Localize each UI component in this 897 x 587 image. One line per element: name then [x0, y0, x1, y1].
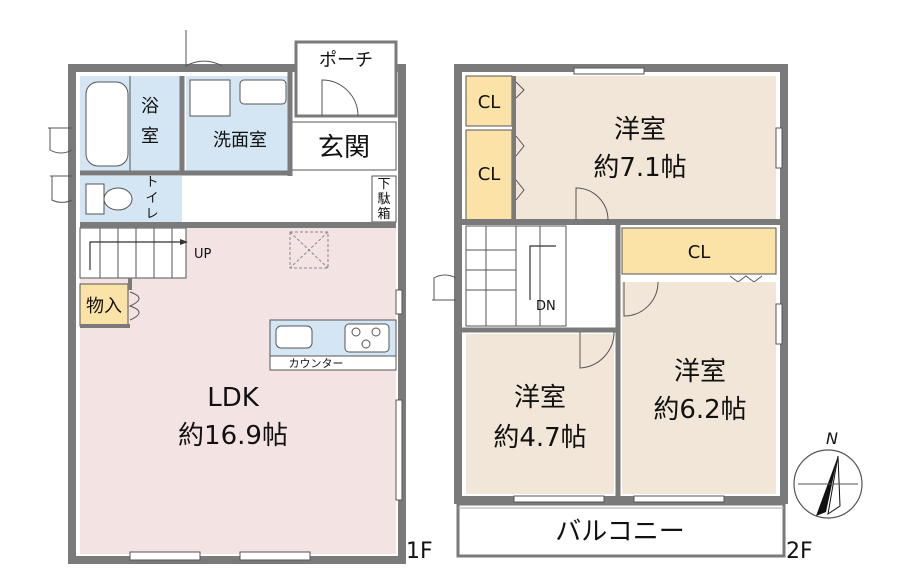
- porch: [294, 40, 398, 118]
- stairs-2f-steps: [466, 226, 541, 326]
- stairs-1f: [79, 227, 187, 279]
- ldk-size-label: 約16.9帖: [178, 421, 288, 451]
- window: [395, 399, 403, 501]
- stairs-up-label: UP: [194, 247, 212, 262]
- porch-label: ポーチ: [319, 50, 373, 71]
- bathtub-icon: [85, 81, 129, 167]
- closet-2: [465, 129, 513, 221]
- window: [573, 67, 645, 75]
- window: [775, 127, 783, 169]
- washroom-label: 洗面室: [213, 130, 267, 151]
- shoe-box-label-2: 駄: [377, 192, 390, 207]
- window: [239, 551, 311, 561]
- window: [395, 289, 403, 315]
- washing-machine-icon: [189, 79, 231, 117]
- shoe-box-label-3: 箱: [377, 206, 390, 222]
- balcony: [456, 502, 786, 558]
- stove-icon: [344, 323, 390, 353]
- counter: [269, 355, 397, 371]
- floor-1-label: 1F: [406, 539, 433, 564]
- compass-north-label: N: [826, 429, 838, 448]
- toilet-label-3: レ: [145, 207, 158, 222]
- floor-2-label: 2F: [786, 539, 813, 564]
- west-room-right: [622, 282, 776, 494]
- skylight: [289, 231, 329, 269]
- west-room-right-label: 洋室: [674, 357, 726, 387]
- bath-label-bottom: 室: [141, 126, 159, 147]
- floor-2: CL CL CL 洋室 約7.1帖 洋室 約4.7帖 洋室 約6.2帖 DN バ…: [432, 64, 813, 564]
- stairs-down-label: DN: [536, 299, 556, 314]
- closet-3-label: CL: [688, 242, 711, 263]
- toilet-label-2: イ: [145, 191, 158, 206]
- entrance-label: 玄関: [318, 133, 370, 163]
- ldk-room: [80, 228, 396, 554]
- west-room-left-size: 約4.7帖: [493, 423, 586, 453]
- closet-3: [621, 227, 777, 275]
- window: [633, 495, 725, 503]
- ldk-label: LDK: [207, 383, 260, 413]
- sink-icon: [275, 325, 313, 349]
- west-room-top: [514, 76, 776, 220]
- floor-1: 浴 室 洗面室 玄関 ポーチ ト イ レ 下 駄 箱 UP 物入 カウンター L…: [48, 30, 433, 564]
- compass-icon: N: [793, 429, 863, 519]
- shoe-box: [371, 175, 397, 223]
- balcony-label: バルコニー: [555, 517, 684, 547]
- west-room-top-size: 約7.1帖: [593, 153, 686, 183]
- window: [513, 495, 605, 503]
- closet-2-label: CL: [478, 164, 501, 185]
- storage-label: 物入: [86, 296, 122, 317]
- stairs-1f-steps: [99, 228, 173, 278]
- bath-label-top: 浴: [141, 96, 159, 117]
- hallway-1f: [182, 176, 396, 222]
- west-room-left: [466, 334, 614, 494]
- window: [775, 303, 783, 345]
- closet-1: [465, 75, 513, 127]
- counter-label: カウンター: [289, 357, 344, 370]
- washbasin-icon: [239, 79, 287, 105]
- west-room-right-size: 約6.2帖: [653, 395, 746, 425]
- closet-1-label: CL: [478, 92, 501, 113]
- west-room-left-label: 洋室: [514, 383, 566, 413]
- toilet-label-1: ト: [145, 175, 158, 190]
- west-room-top-label: 洋室: [614, 115, 666, 145]
- shoe-box-label-1: 下: [377, 177, 390, 192]
- toilet-icon: [103, 187, 133, 211]
- window: [129, 551, 201, 561]
